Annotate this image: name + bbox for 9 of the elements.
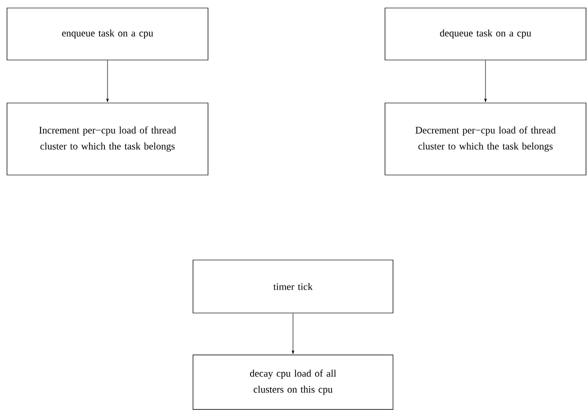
- arrow: [106, 60, 109, 102]
- process-box: Increment per−cpu load of thread cluster to which the task belongs: [6, 102, 208, 176]
- process-box: Decrement per−cpu load of thread cluster to which the task belongs: [384, 102, 586, 176]
- arrow: [292, 313, 294, 354]
- process-box: decay cpu load of all clusters on this cpu: [192, 354, 394, 410]
- process-box: timer tick: [192, 260, 394, 314]
- arrow: [484, 60, 487, 102]
- process-box: dequeue task on a cpu: [384, 8, 586, 60]
- process-box: enqueue task on a cpu: [6, 8, 208, 60]
